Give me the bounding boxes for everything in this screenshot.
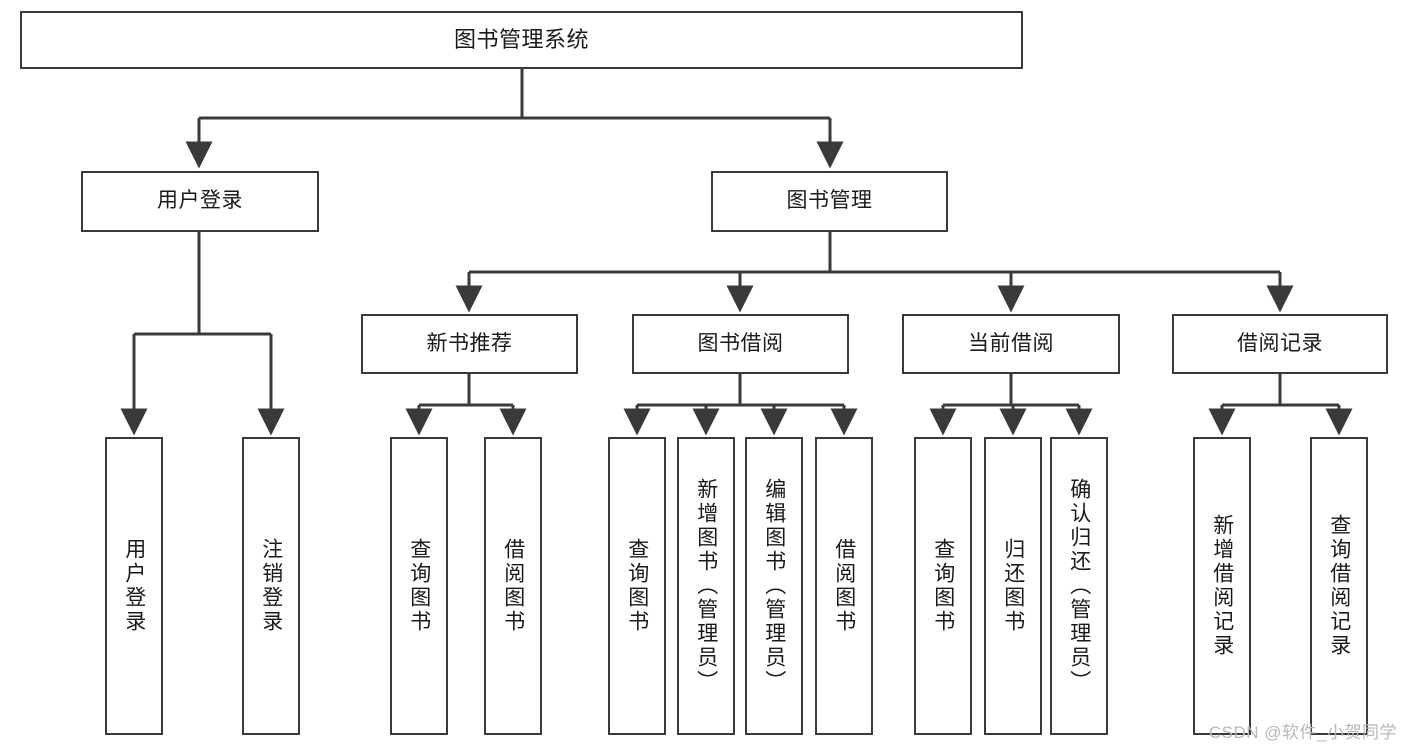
- node-label: 图书借阅: [697, 331, 784, 355]
- node-current-borrowing[interactable]: 当前借阅: [902, 314, 1120, 374]
- node-label: 新增借阅记录: [1210, 514, 1234, 658]
- leaf-borrow-record-add-record[interactable]: 新增借阅记录: [1193, 437, 1251, 735]
- leaf-book-borrow-add-book-admin[interactable]: 新增图书（管理员）: [677, 437, 735, 735]
- node-user-login[interactable]: 用户登录: [81, 171, 319, 232]
- leaf-current-borrow-return-book[interactable]: 归还图书: [984, 437, 1042, 735]
- node-label: 查询图书: [407, 538, 431, 634]
- leaf-user-login-logout[interactable]: 注销登录: [242, 437, 300, 735]
- leaf-book-borrow-query-book[interactable]: 查询图书: [608, 437, 666, 735]
- node-label: 编辑图书（管理员）: [762, 478, 786, 694]
- node-label: 注销登录: [259, 538, 283, 634]
- node-label: 借阅记录: [1237, 331, 1323, 355]
- leaf-current-borrow-query-book[interactable]: 查询图书: [914, 437, 972, 735]
- node-label: 新书推荐: [426, 331, 513, 355]
- node-label: 借阅图书: [832, 538, 856, 634]
- node-label: 用户登录: [122, 538, 146, 634]
- leaf-borrow-record-query-record[interactable]: 查询借阅记录: [1310, 437, 1368, 735]
- node-label: 确认归还（管理员）: [1067, 478, 1091, 694]
- leaf-book-borrow-borrow-book[interactable]: 借阅图书: [815, 437, 873, 735]
- node-new-book-recommendation[interactable]: 新书推荐: [361, 314, 578, 374]
- leaf-book-borrow-edit-book-admin[interactable]: 编辑图书（管理员）: [745, 437, 803, 735]
- node-book-management[interactable]: 图书管理: [711, 171, 948, 232]
- node-label: 查询图书: [931, 538, 955, 634]
- node-label: 图书管理: [786, 189, 873, 213]
- node-label: 查询借阅记录: [1327, 514, 1351, 658]
- node-borrowing-record[interactable]: 借阅记录: [1172, 314, 1388, 374]
- node-label: 当前借阅: [968, 331, 1054, 355]
- csdn-watermark: CSDN @软件_小贺同学: [1208, 723, 1397, 742]
- node-label: 用户登录: [157, 189, 243, 213]
- node-label: 图书管理系统: [453, 27, 589, 53]
- leaf-new-book-query-book[interactable]: 查询图书: [390, 437, 448, 735]
- leaf-user-login-login[interactable]: 用户登录: [105, 437, 163, 735]
- node-label: 借阅图书: [501, 538, 525, 634]
- node-root-book-management-system[interactable]: 图书管理系统: [20, 11, 1023, 69]
- node-label: 归还图书: [1001, 538, 1025, 634]
- leaf-new-book-borrow-book[interactable]: 借阅图书: [484, 437, 542, 735]
- leaf-current-borrow-confirm-return-admin[interactable]: 确认归还（管理员）: [1050, 437, 1108, 735]
- node-label: 查询图书: [625, 538, 649, 634]
- node-book-borrowing[interactable]: 图书借阅: [632, 314, 849, 374]
- node-label: 新增图书（管理员）: [694, 478, 718, 694]
